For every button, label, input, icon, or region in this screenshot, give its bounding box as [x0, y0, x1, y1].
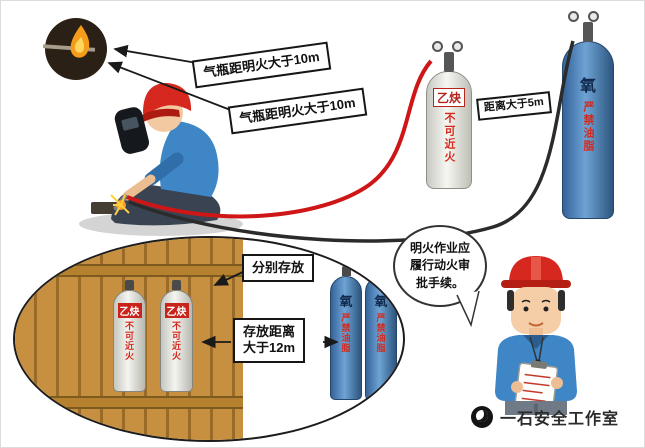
acetylene-cylinder-storage-1: 乙炔 不可近火 — [113, 280, 146, 392]
cylinder-valve-icon — [125, 280, 134, 290]
pressure-gauge-icon — [432, 41, 443, 52]
storage-distance-line1: 存放距离 — [243, 324, 296, 339]
speech-line-3: 批手续。 — [415, 275, 464, 290]
studio-name: 一石安全工作室 — [500, 411, 620, 428]
oxygen-cylinder-storage-1: 氧 严禁油脂 — [330, 266, 362, 400]
cylinder-gap-label: 距离大于5m — [476, 91, 552, 121]
oxygen-warning-label: 严禁油脂 — [340, 313, 351, 353]
acetylene-warning-label: 不可近火 — [171, 321, 181, 361]
acetylene-cylinder-top: 乙炔 不可近火 — [425, 41, 473, 189]
cylinder-valve-icon — [583, 22, 593, 42]
acetylene-warning-label: 不可近火 — [443, 112, 455, 164]
studio-watermark: 一石安全工作室 — [471, 405, 619, 429]
oxygen-name-label: 氧 — [374, 294, 388, 309]
oxygen-warning-label: 严禁油脂 — [582, 101, 594, 153]
pressure-gauge-icon — [568, 11, 579, 22]
cylinder-valve-icon — [376, 266, 386, 276]
officer-face — [511, 287, 561, 334]
cylinder-valve-icon — [444, 52, 454, 72]
cylinder-valve-icon — [341, 266, 351, 276]
separate-storage-label: 分别存放 — [242, 254, 315, 283]
acetylene-name-label: 乙炔 — [117, 303, 142, 318]
speech-line-2: 履行动火审 — [409, 258, 470, 273]
speech-bubble-tail — [456, 290, 480, 328]
welder-figure — [79, 83, 243, 236]
acetylene-cylinder-storage-2: 乙炔 不可近火 — [160, 280, 193, 392]
open-flame-icon — [43, 18, 107, 80]
oxygen-warning-label: 严禁油脂 — [375, 313, 386, 353]
fence-rail-top — [15, 264, 243, 277]
regulator-icon — [425, 41, 473, 72]
pressure-gauge-icon — [588, 11, 599, 22]
oxygen-cylinder-storage-2: 氧 严禁油脂 — [365, 266, 397, 400]
oxygen-cylinder-top: 氧 严禁油脂 — [561, 11, 615, 219]
safety-officer-figure — [495, 256, 577, 415]
speech-line-1: 明火作业应 — [409, 241, 470, 255]
acetylene-warning-label: 不可近火 — [124, 321, 134, 361]
regulator-icon — [561, 11, 615, 42]
acetylene-name-label: 乙炔 — [432, 88, 465, 107]
storage-distance-label: 存放距离 大于12m — [233, 318, 306, 363]
storage-distance-line2: 大于12m — [243, 340, 296, 356]
oxygen-name-label: 氧 — [339, 294, 353, 309]
storage-area-illustration: 乙炔 不可近火 乙炔 不可近火 氧 严禁油脂 氧 严禁油脂 — [13, 236, 405, 442]
fence-rail-bottom — [15, 396, 243, 409]
pressure-gauge-icon — [452, 41, 463, 52]
oxygen-name-label: 氧 — [579, 78, 596, 95]
cylinder-valve-icon — [172, 280, 181, 290]
acetylene-name-label: 乙炔 — [164, 303, 189, 318]
studio-logo-icon — [471, 406, 493, 428]
